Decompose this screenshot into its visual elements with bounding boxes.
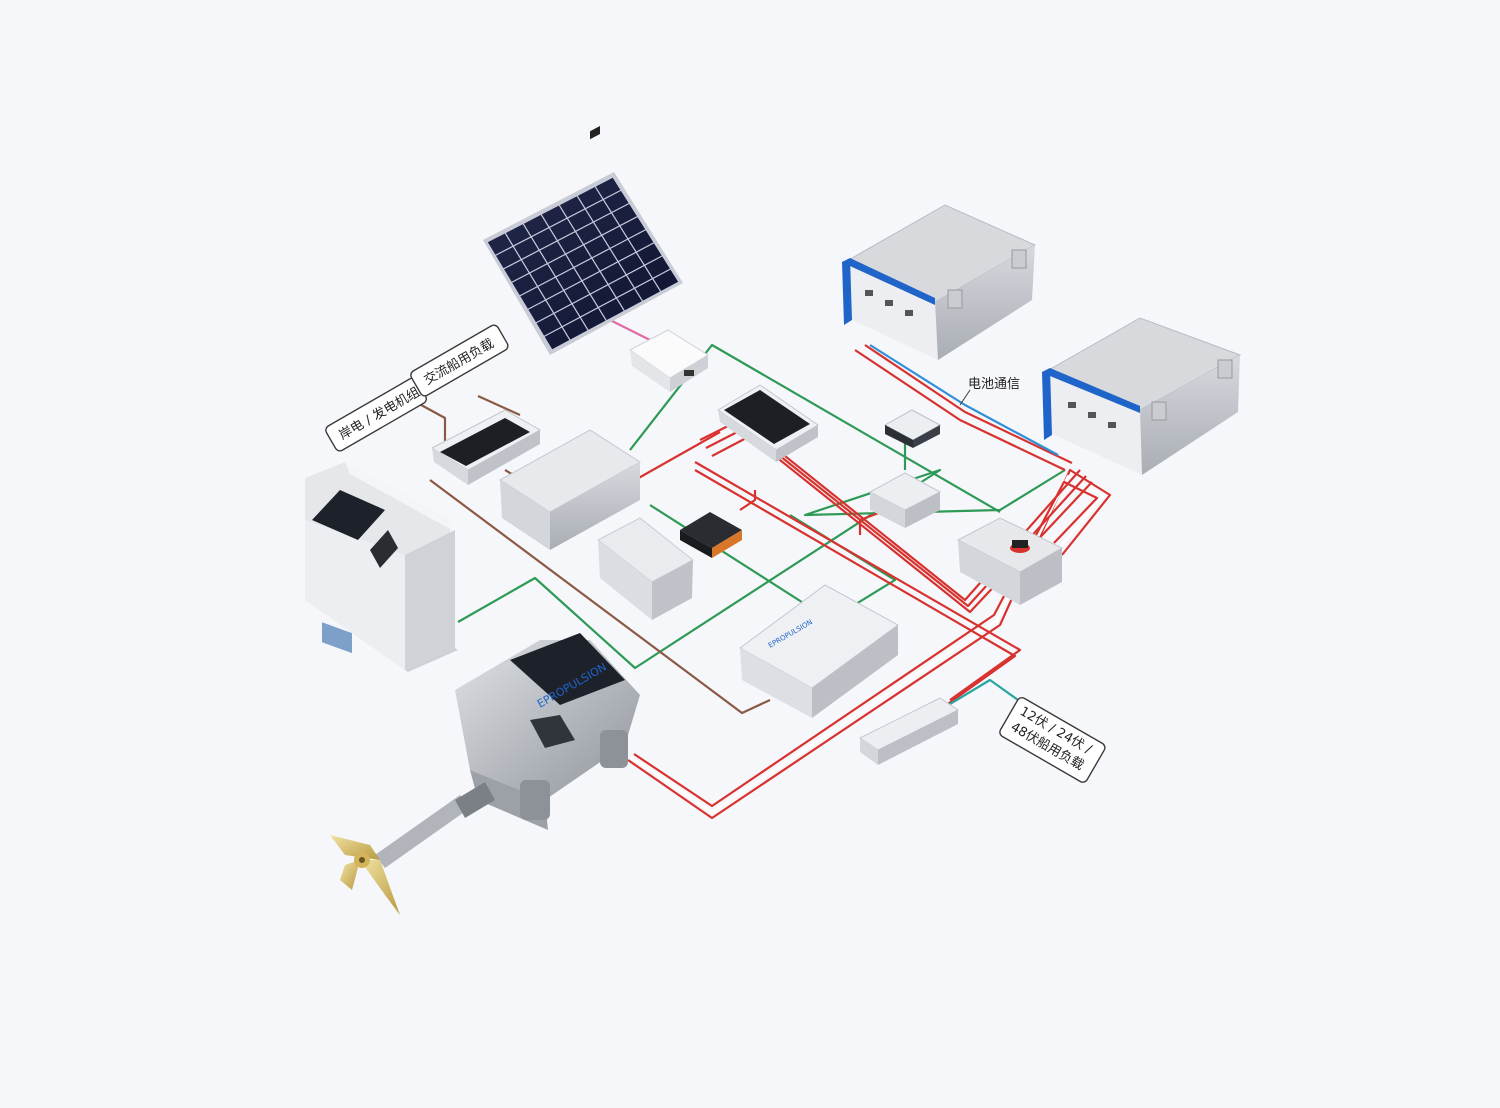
ac-wire <box>411 399 447 445</box>
house-battery <box>597 517 694 620</box>
propeller-icon <box>330 835 400 915</box>
label-ac-loads: 交流船用负载 <box>410 324 509 397</box>
solar-cell-line <box>494 189 622 257</box>
can-bus-wire <box>457 468 1066 670</box>
inverter-charger <box>499 125 641 550</box>
label-shore-power: 岸电 / 发电机组 <box>325 377 428 452</box>
junction-box <box>868 472 942 528</box>
solar-cell-line <box>543 268 672 338</box>
solar-cell-line <box>486 176 614 243</box>
solar-cell-line <box>527 242 655 311</box>
helm-console <box>305 462 458 672</box>
pod-drive-motor: EPROPULSION <box>330 633 640 915</box>
solar-cell-line <box>551 281 680 351</box>
svg-text:电池通信: 电池通信 <box>968 377 1020 392</box>
ac-wire <box>477 394 521 417</box>
label-dc-loads: 12伏 / 24伏 / 48伏船用负载 <box>999 697 1106 783</box>
solar-cell-line <box>519 228 647 297</box>
can-hub <box>883 409 942 448</box>
ac-wire <box>429 479 771 715</box>
battery-isolator-switch <box>956 517 1064 605</box>
dc-output-wire <box>939 678 1019 711</box>
shore-charger <box>430 409 542 485</box>
dc-dc-module <box>680 512 742 558</box>
solar-cell-line <box>502 202 630 270</box>
solar-cell-line <box>535 255 663 324</box>
dc-distribution-box <box>859 697 959 765</box>
solar-panel <box>483 172 683 355</box>
solar-cell-line <box>511 215 639 284</box>
battery-pack-1 <box>842 204 1037 360</box>
battery-pack-2 <box>1042 317 1242 475</box>
dc-charger <box>717 384 819 462</box>
label-battery-comm: 电池通信 <box>959 377 1020 406</box>
dc-dc-converter: EPROPULSION <box>739 584 899 718</box>
battery-comm-wire <box>869 344 1059 456</box>
solar-charge-controller <box>629 329 709 392</box>
